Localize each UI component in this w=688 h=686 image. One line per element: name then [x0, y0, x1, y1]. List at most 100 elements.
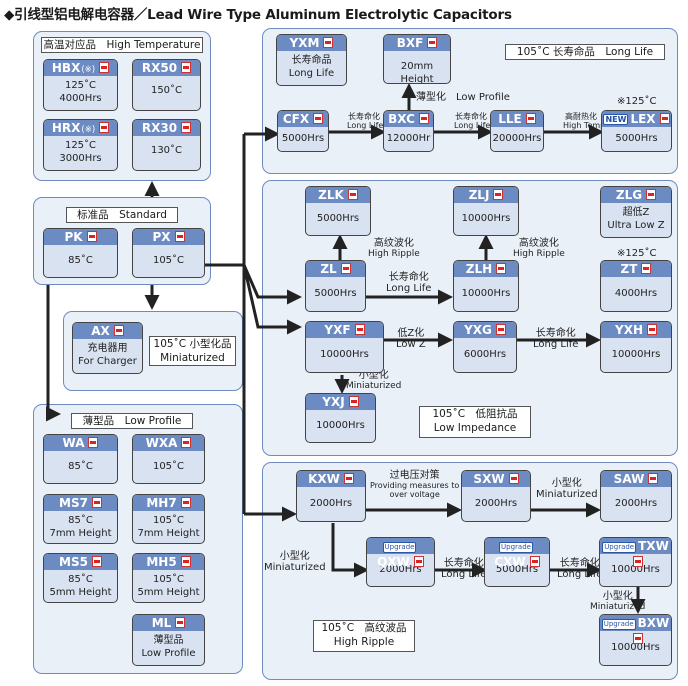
pdf-icon[interactable]	[347, 189, 358, 200]
pdf-icon[interactable]	[493, 189, 504, 200]
pdf-icon[interactable]	[181, 62, 192, 73]
pdf-icon[interactable]	[113, 325, 124, 336]
label-standard: 标准品 Standard	[66, 207, 178, 223]
pdf-icon[interactable]	[180, 556, 191, 567]
pdf-icon[interactable]	[632, 556, 643, 567]
pdf-icon[interactable]	[348, 396, 359, 407]
pdf-icon[interactable]	[648, 473, 659, 484]
pdf-icon[interactable]	[88, 437, 99, 448]
pdf-icon[interactable]	[418, 113, 429, 124]
upgrade-badge: Upgrade	[499, 542, 533, 553]
upgrade-badge: Upgrade	[382, 542, 417, 553]
pdf-icon[interactable]	[529, 556, 540, 567]
pdf-icon[interactable]	[174, 231, 185, 242]
pdf-icon[interactable]	[646, 324, 657, 335]
pdf-icon[interactable]	[86, 231, 97, 242]
pdf-icon[interactable]	[525, 113, 536, 124]
label-high-temperature: 高温对应品 High Temperature	[41, 37, 203, 53]
pdf-icon[interactable]	[646, 189, 657, 200]
pdf-icon[interactable]	[340, 263, 351, 274]
pdf-icon[interactable]	[354, 324, 365, 335]
upgrade-badge: Upgrade	[602, 542, 637, 553]
pdf-icon[interactable]	[99, 122, 110, 133]
pdf-icon[interactable]	[427, 37, 438, 48]
pdf-icon[interactable]	[495, 324, 506, 335]
pdf-icon[interactable]	[343, 473, 354, 484]
series-cxw[interactable]: UpgradeCXW5000Hrs	[484, 537, 550, 587]
annotation-125c-zt: ※125˚C	[617, 248, 657, 259]
pdf-icon[interactable]	[99, 62, 110, 73]
pdf-icon[interactable]	[632, 633, 643, 644]
annotation-125c-lex: ※125˚C	[617, 96, 657, 107]
pdf-icon[interactable]	[323, 37, 334, 48]
pdf-icon[interactable]	[181, 437, 192, 448]
page-title: ◆引线型铝电解电容器／Lead Wire Type Aluminum Elect…	[4, 7, 512, 23]
pdf-icon[interactable]	[659, 113, 670, 124]
label-low-profile: 薄型品 Low Profile	[71, 413, 193, 429]
pdf-icon[interactable]	[413, 556, 424, 567]
label-long-life: 105˚C 长寿命品 Long Life	[505, 44, 665, 60]
pdf-icon[interactable]	[496, 263, 507, 274]
pdf-icon[interactable]	[641, 263, 652, 274]
pdf-icon[interactable]	[91, 556, 102, 567]
series-qxw[interactable]: UpgradeQXW2000Hrs	[366, 537, 435, 587]
pdf-icon[interactable]	[508, 473, 519, 484]
pdf-icon[interactable]	[180, 497, 191, 508]
pdf-icon[interactable]	[175, 617, 186, 628]
pdf-icon[interactable]	[181, 122, 192, 133]
pdf-icon[interactable]	[313, 113, 324, 124]
series-txw[interactable]: UpgradeTXW10000Hrs	[599, 537, 672, 587]
pdf-icon[interactable]	[91, 497, 102, 508]
